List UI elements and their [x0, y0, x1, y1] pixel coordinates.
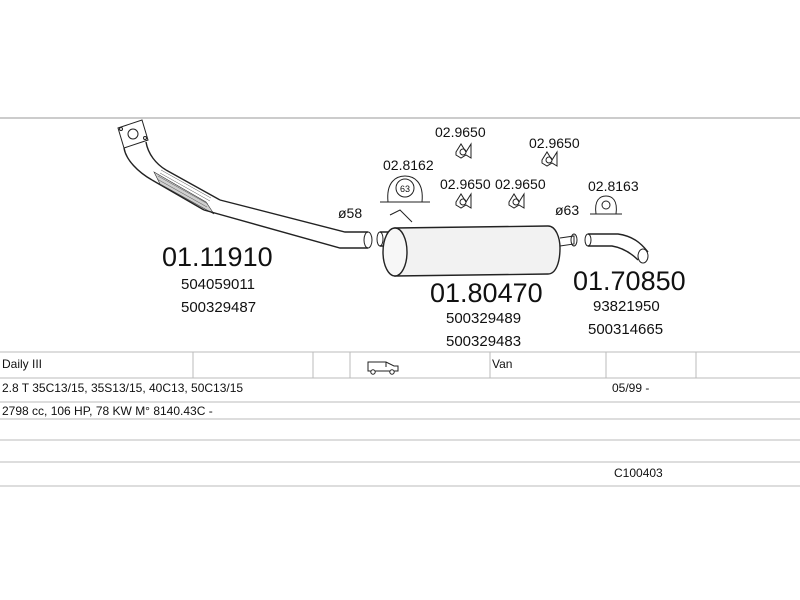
silencer-number: 01.80470 — [430, 278, 543, 308]
rubber-mount-3 — [455, 192, 472, 209]
silencer-oem-1: 500329489 — [446, 310, 521, 327]
vehicle-date: 05/99 - — [612, 381, 649, 395]
clamp-02-8163 — [590, 195, 622, 215]
rubber-mount-4 — [508, 192, 525, 209]
van-icon — [367, 361, 399, 375]
vehicle-engines: 2.8 T 35C13/15, 35S13/15, 40C13, 50C13/1… — [2, 381, 243, 395]
vehicle-spec: 2798 cc, 106 HP, 78 KW M° 8140.43C - — [2, 404, 213, 418]
tail-pipe-part — [584, 233, 649, 264]
mount-1-number: 02.9650 — [435, 124, 486, 140]
downpipe-number: 01.11910 — [162, 242, 273, 272]
tail-pipe-number: 01.70850 — [573, 266, 686, 296]
rubber-mount-1 — [455, 142, 472, 159]
mount-4-number: 02.9650 — [495, 176, 546, 192]
silencer-oem-2: 500329483 — [446, 333, 521, 350]
rubber-mount-2 — [541, 150, 558, 167]
catalogue-code: C100403 — [614, 466, 663, 480]
vehicle-info-table — [0, 351, 800, 487]
diameter-63-label: ø63 — [555, 202, 579, 218]
downpipe-oem-2: 500329487 — [181, 299, 256, 316]
vehicle-body: Van — [492, 357, 512, 371]
vehicle-model: Daily III — [2, 357, 42, 371]
clamp-size-label: 63 — [400, 184, 410, 194]
mount-2-number: 02.9650 — [529, 135, 580, 151]
downpipe-part — [117, 119, 373, 249]
mount-3-number: 02.9650 — [440, 176, 491, 192]
clamp-b-number: 02.8163 — [588, 178, 639, 194]
tail-pipe-oem-1: 93821950 — [593, 298, 660, 315]
clamp-a-number: 02.8162 — [383, 157, 434, 173]
tail-pipe-oem-2: 500314665 — [588, 321, 663, 338]
diameter-58-label: ø58 — [338, 205, 362, 221]
middle-silencer-part — [376, 209, 578, 277]
clamp-02-8162 — [380, 175, 430, 203]
downpipe-oem-1: 504059011 — [181, 276, 255, 293]
